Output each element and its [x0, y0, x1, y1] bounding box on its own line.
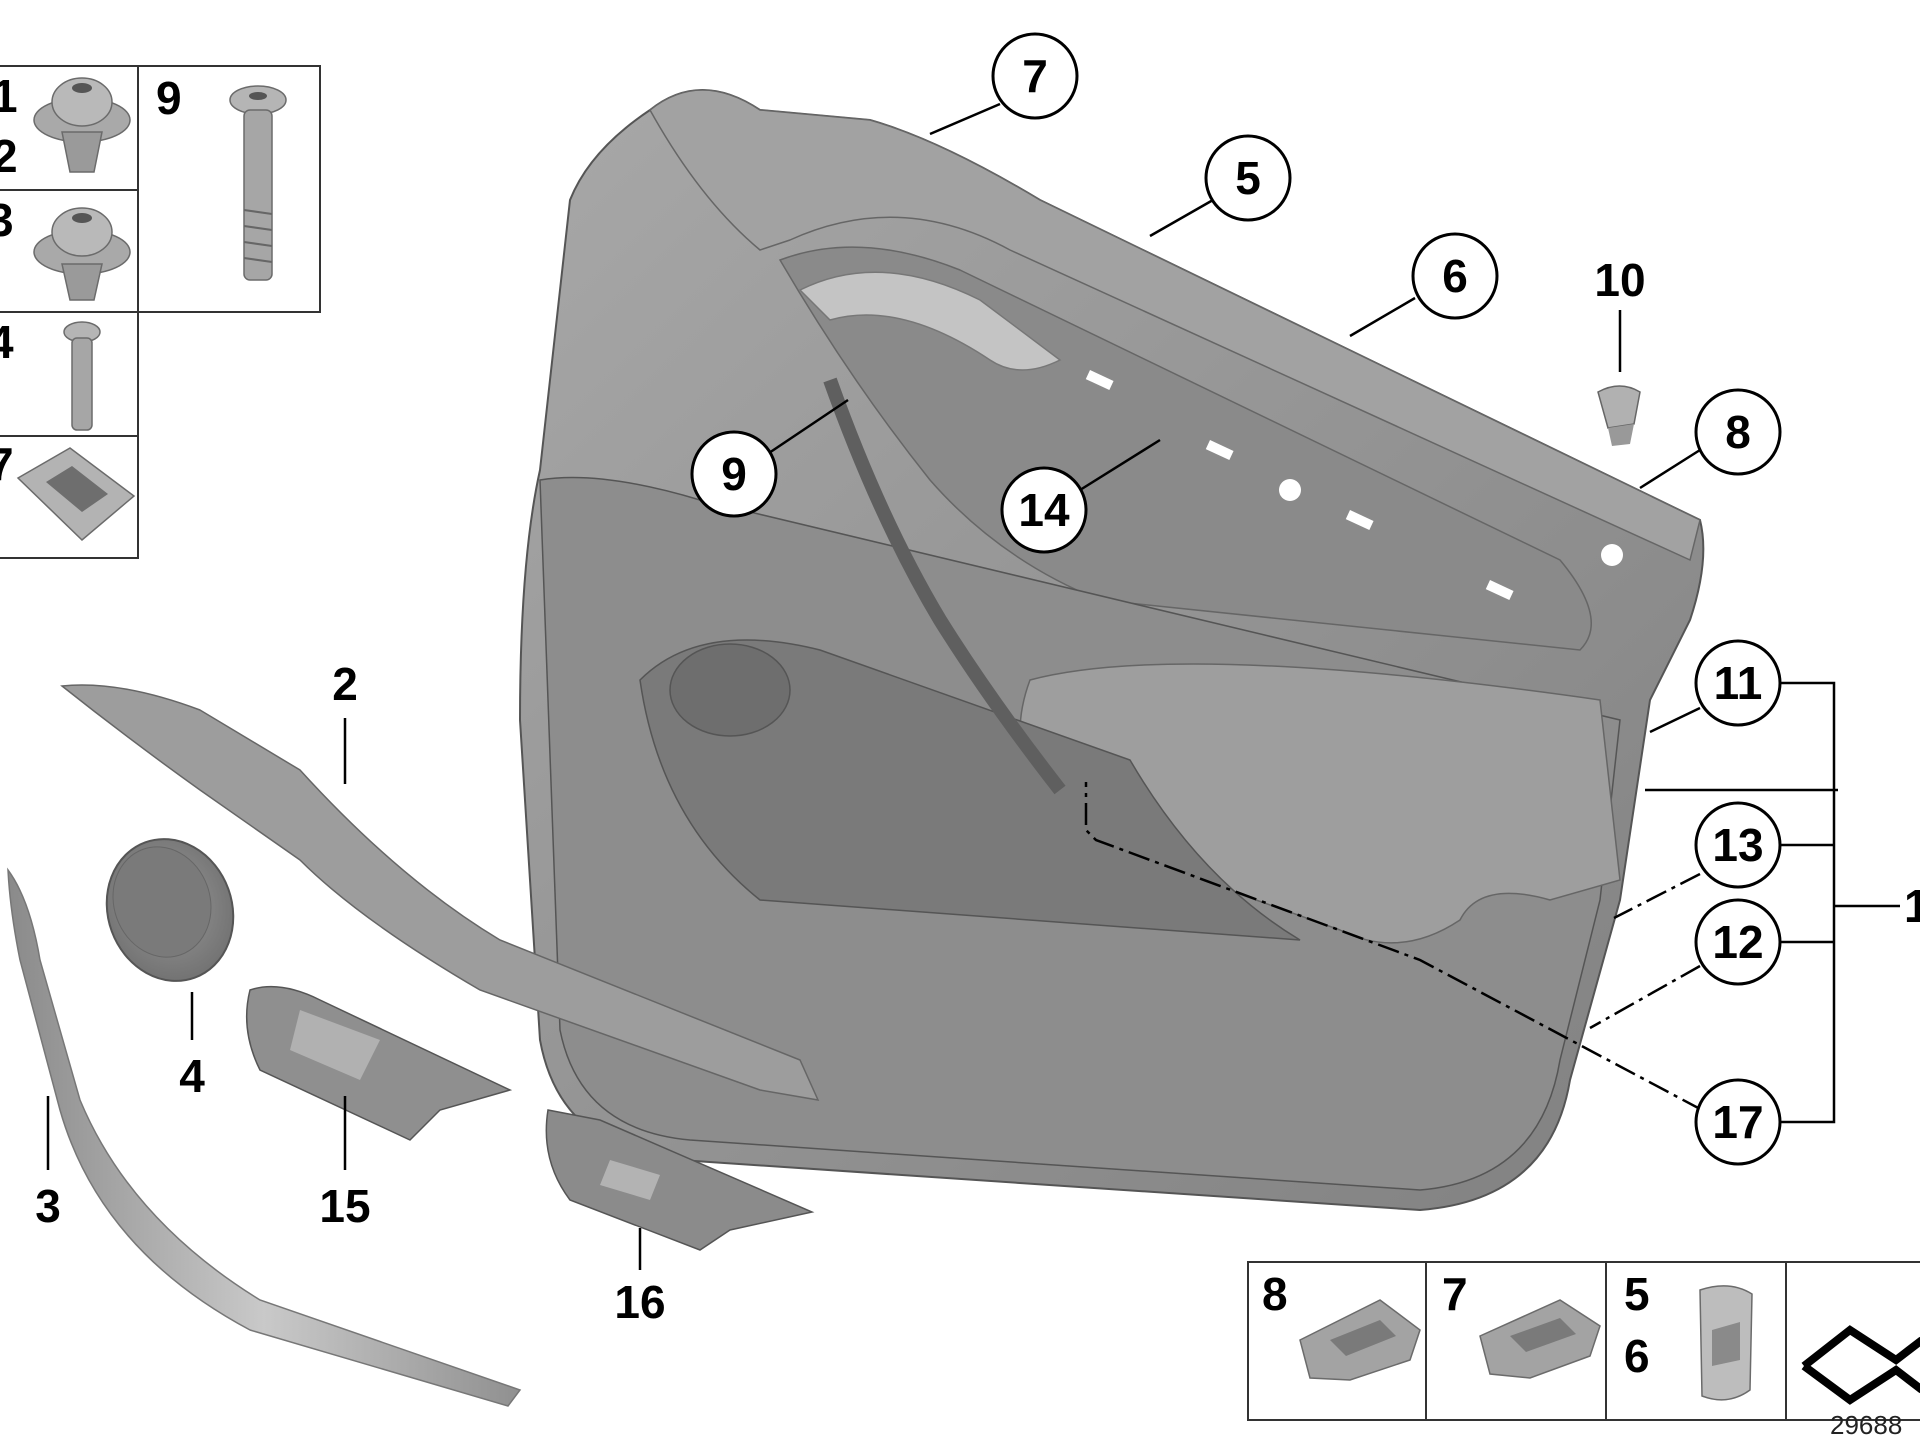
label-4: 4	[179, 1050, 205, 1102]
grid-label-4: 4	[0, 316, 14, 368]
svg-text:14: 14	[1018, 484, 1070, 536]
callout-11: 11	[1694, 639, 1782, 727]
grid-label-7: 7	[1442, 1268, 1468, 1320]
push-clip-icon	[33, 207, 131, 301]
svg-text:6: 6	[1442, 250, 1468, 302]
callout-12: 12	[1694, 898, 1782, 986]
label-10: 10	[1594, 254, 1645, 306]
svg-text:13: 13	[1712, 819, 1763, 871]
svg-text:8: 8	[1725, 406, 1751, 458]
label-3: 3	[35, 1180, 61, 1232]
svg-text:11: 11	[1714, 657, 1763, 709]
svg-text:5: 5	[1235, 152, 1261, 204]
callout-17: 17	[1694, 1078, 1782, 1166]
callout-8: 8	[1694, 388, 1782, 476]
svg-text:17: 17	[1712, 1096, 1763, 1148]
screw-icon	[229, 85, 287, 281]
grid-label-6: 6	[1624, 1330, 1650, 1382]
callout-7: 7	[991, 32, 1079, 120]
grid-label-1: 1	[0, 70, 18, 122]
upper-trim-strip	[60, 684, 820, 1101]
grid-label-9: 9	[156, 72, 182, 124]
bracket-clip-icon	[1479, 1299, 1601, 1379]
leader-lines	[46, 102, 1900, 1270]
image-id: 29688	[1830, 1410, 1902, 1440]
grid-label-3: 3	[0, 194, 14, 246]
fastener-grid-bottom-right: 8 7 5 6	[1247, 1261, 1920, 1421]
callout-6: 6	[1411, 232, 1499, 320]
expansion-nut-icon	[1699, 1285, 1753, 1401]
switch-panel-15	[245, 985, 513, 1141]
label-1: 1	[1904, 880, 1920, 932]
svg-text:9: 9	[721, 448, 747, 500]
callout-14: 14	[1000, 466, 1088, 554]
clip-10	[1597, 385, 1641, 446]
callout-5: 5	[1204, 134, 1292, 222]
label-2: 2	[332, 658, 358, 710]
grid-label-7: 7	[0, 438, 14, 490]
speaker-cover	[105, 838, 235, 982]
label-16: 16	[614, 1276, 665, 1328]
callout-13: 13	[1694, 801, 1782, 889]
svg-text:12: 12	[1712, 916, 1763, 968]
switch-panel-16	[545, 1109, 815, 1251]
fastener-grid-top-left: 1 2 3 4 7 9	[0, 65, 321, 559]
door-trim-panel	[518, 89, 1705, 1212]
wedge-symbol-icon	[1801, 1325, 1920, 1405]
grid-label-8: 8	[1262, 1268, 1288, 1320]
svg-text:7: 7	[1022, 50, 1048, 102]
bracket-clip-icon	[1299, 1299, 1421, 1381]
decor-strip	[7, 867, 522, 1407]
grid-label-5: 5	[1624, 1268, 1650, 1320]
switch-bezel-icon	[16, 447, 136, 542]
label-15: 15	[319, 1180, 370, 1232]
screw-icon	[63, 321, 101, 431]
callout-9: 9	[690, 430, 778, 518]
grid-label-2: 2	[0, 130, 18, 182]
push-clip-icon	[33, 77, 131, 173]
